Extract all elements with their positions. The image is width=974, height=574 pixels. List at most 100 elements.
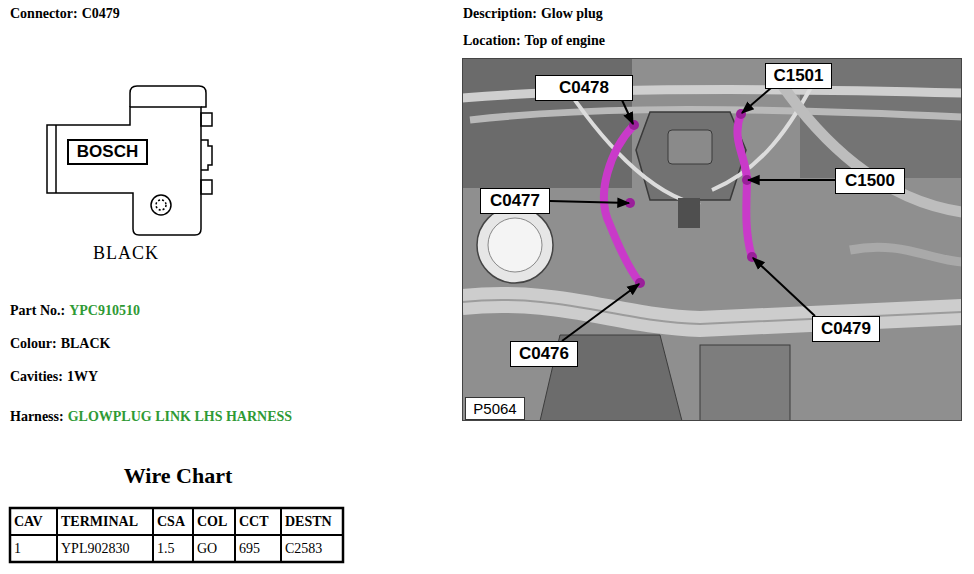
table-cell: 1.5: [157, 541, 175, 557]
leader-arrow: [562, 284, 639, 341]
field-value: GLOWPLUG LINK LHS HARNESS: [68, 409, 292, 425]
table-heading: Wire Chart: [124, 464, 233, 488]
field-name: Location:: [463, 33, 521, 49]
field-value: Top of engine: [525, 33, 605, 49]
field-name: Description:: [463, 6, 537, 22]
table-rule: [10, 534, 343, 536]
figure-number: P5064: [465, 397, 525, 420]
table-cell: YPL902830: [61, 541, 129, 557]
box-text: C0478: [559, 78, 609, 98]
connector-latch: [201, 140, 212, 170]
field-name: Connector:: [10, 6, 78, 22]
field-value: 1WY: [67, 369, 98, 385]
box-text: BOSCH: [77, 142, 138, 162]
field-value: Glow plug: [541, 6, 603, 22]
field-name: Location:: [463, 33, 521, 49]
field-name: Part No.:: [10, 303, 65, 319]
field-value: GLOWPLUG LINK LHS HARNESS: [68, 409, 292, 425]
hose: [780, 82, 962, 212]
table-header: CCT: [239, 514, 269, 530]
seal-symbol: [156, 200, 166, 210]
connector-drawing: [47, 86, 212, 235]
connector-tab: [201, 180, 212, 194]
table-rule: [56, 508, 58, 562]
callout-box: C0479: [812, 316, 880, 342]
table-cell: 695: [239, 541, 260, 557]
connector-tab: [201, 113, 212, 126]
callout-box: C0476: [510, 341, 578, 367]
table-header: COL: [197, 514, 227, 530]
table-header: DESTN: [285, 514, 332, 530]
leader-arrow: [753, 258, 815, 316]
table-header: CSA: [157, 514, 185, 530]
pump-block: [636, 112, 746, 200]
colour-caption: BLACK: [93, 243, 159, 263]
table-header: CAV: [14, 514, 43, 530]
field-name: Colour:: [10, 336, 57, 352]
injector: [678, 198, 700, 228]
callout-box: C0478: [535, 75, 633, 101]
filler-cap: [477, 207, 553, 283]
table-cell: C2583: [285, 541, 322, 557]
wire-table-grid: [10, 508, 343, 562]
table-cell: 1.5: [157, 541, 175, 557]
table-cell: 1: [14, 541, 21, 557]
box-text: C0477: [490, 191, 540, 211]
housing: [700, 345, 790, 421]
hose: [850, 247, 962, 262]
seal-symbol: [151, 195, 171, 215]
table-header: TERMINAL: [61, 514, 138, 530]
table-header: COL: [197, 514, 227, 530]
callout-box: C1501: [765, 63, 832, 89]
field-value: C0479: [82, 6, 120, 22]
table-rule: [192, 508, 194, 562]
intake-pipe: [462, 300, 962, 324]
field-value: YPC910510: [69, 303, 140, 319]
box-text: C1500: [845, 171, 895, 191]
field-name: Connector:: [10, 6, 78, 22]
table-header: CCT: [239, 514, 269, 530]
box-text: P5064: [473, 400, 516, 417]
box-text: C0479: [821, 319, 871, 339]
table-rule: [280, 508, 282, 562]
table-header: CAV: [14, 514, 43, 530]
glowplug-plug: [629, 120, 639, 130]
callout-box: C0477: [480, 188, 550, 214]
glowplug-harness: [737, 114, 752, 257]
colour-caption: BLACK: [93, 243, 159, 263]
table-cell: 695: [239, 541, 260, 557]
box-text: C0476: [519, 344, 569, 364]
table-header: CSA: [157, 514, 185, 530]
connector-body: [47, 107, 201, 235]
box-text: C1501: [773, 66, 823, 86]
pump-top: [668, 130, 712, 164]
table-rule: [152, 508, 154, 562]
field-name: Harness:: [10, 409, 64, 425]
intake-pipe: [462, 300, 962, 324]
field-name: Harness:: [10, 409, 64, 425]
field-name: Description:: [463, 6, 537, 22]
field-value: Top of engine: [525, 33, 605, 49]
field-name: Cavities:: [10, 369, 63, 385]
brand-box: BOSCH: [67, 139, 148, 165]
leader-arrow: [748, 179, 835, 181]
table-border: [10, 508, 343, 562]
table-cell: GO: [197, 541, 217, 557]
table-rule: [234, 508, 236, 562]
table-header: TERMINAL: [61, 514, 138, 530]
table-header: DESTN: [285, 514, 332, 530]
connector-face: [55, 125, 57, 193]
field-name: Colour:: [10, 336, 57, 352]
filler-cap: [488, 218, 542, 272]
engine-picture: [462, 58, 962, 421]
field-value: BLACK: [61, 336, 111, 352]
leader-arrow: [742, 88, 771, 113]
table-cell: 1: [14, 541, 21, 557]
callout-box: C1500: [835, 168, 905, 194]
leader-arrow: [550, 201, 629, 203]
picture-ground: [462, 58, 962, 421]
glowplug-harness: [604, 125, 640, 283]
field-value: YPC910510: [69, 303, 140, 319]
connector-cap: [130, 86, 206, 107]
